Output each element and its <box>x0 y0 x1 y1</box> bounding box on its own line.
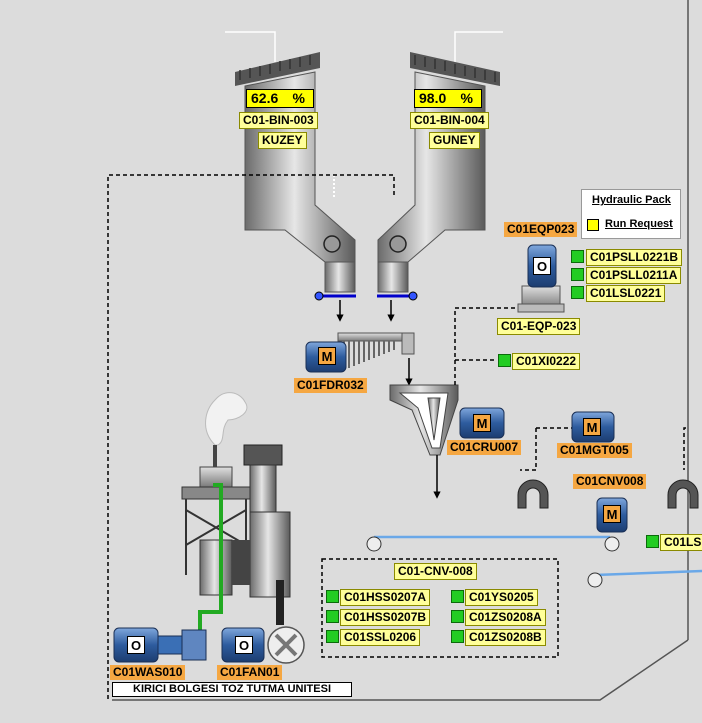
conveyor-group-box <box>321 558 559 658</box>
xi-indicator <box>498 354 511 367</box>
magnetic-motor-status[interactable]: M <box>583 418 601 436</box>
pump-indicator-1 <box>571 268 584 281</box>
pump-motor-status[interactable]: O <box>533 257 551 275</box>
conveyor-right-label-1[interactable]: C01ZS0208A <box>465 609 546 626</box>
conveyor-motor-status[interactable]: M <box>603 505 621 523</box>
inlet-line-left <box>225 31 276 62</box>
bin-004-name: GUNEY <box>429 132 480 149</box>
hydraulic-pack-title: Hydraulic Pack <box>592 194 671 206</box>
conveyor-ls-indicator <box>646 535 659 548</box>
inlet-line-right <box>454 31 503 62</box>
dust-collector-shape <box>181 392 291 625</box>
conveyor-ls-tag[interactable]: C01LS <box>660 534 702 551</box>
conveyor-right-label-2[interactable]: C01ZS0208B <box>465 629 546 646</box>
fan-motor-status[interactable]: O <box>235 636 253 654</box>
dust-duct-line <box>107 174 395 700</box>
conveyor-left-label-0[interactable]: C01HSS0207A <box>340 589 431 606</box>
conveyor-left-indicator-0 <box>326 590 339 603</box>
washer-motor-status[interactable]: O <box>127 636 145 654</box>
conveyor-group-title: C01-CNV-008 <box>394 563 477 580</box>
panel-border-bottom <box>112 639 689 701</box>
magnet-arch-left <box>517 479 549 509</box>
bin-003-level: 62.6% <box>246 89 314 108</box>
crusher-tag[interactable]: C01CRU007 <box>447 440 522 455</box>
bin-004-tag[interactable]: C01-BIN-004 <box>410 112 489 129</box>
conveyor-right-label-0[interactable]: C01YS0205 <box>465 589 538 606</box>
run-request-indicator <box>587 219 599 231</box>
crusher-shape <box>389 384 459 456</box>
bin-003-shape <box>235 52 356 293</box>
conveyor-left-label-1[interactable]: C01HSS0207B <box>340 609 431 626</box>
xi-tag[interactable]: C01XI0222 <box>512 353 581 370</box>
hydraulic-pack-panel: Hydraulic Pack Run Request <box>581 189 681 239</box>
conveyor-left-indicator-1 <box>326 610 339 623</box>
area-title: KIRICI BOLGESI TOZ TUTMA UNITESI <box>112 682 352 697</box>
feeder-shape <box>337 332 415 370</box>
pump-indicator-label-0[interactable]: C01PSLL0221B <box>586 249 683 266</box>
run-request-link[interactable]: Run Request <box>605 218 673 230</box>
pump-indicator-label-2[interactable]: C01LSL0221 <box>586 285 666 302</box>
bin-004-level: 98.0% <box>414 89 482 108</box>
pump-indicator-0 <box>571 250 584 263</box>
conveyor-right-indicator-1 <box>451 610 464 623</box>
feeder-motor-status[interactable]: M <box>318 347 336 365</box>
green-pipe <box>198 483 223 630</box>
pump-indicator-2 <box>571 286 584 299</box>
bin-004-shape <box>377 52 500 293</box>
fan-tag[interactable]: C01FAN01 <box>217 665 283 680</box>
conveyor-belt-bottom <box>594 569 702 577</box>
washer-tag[interactable]: C01WAS010 <box>110 665 186 680</box>
conveyor-motor-tag[interactable]: C01CNV008 <box>573 474 647 489</box>
hydraulic-pump-shape <box>517 244 565 313</box>
magnetic-tag[interactable]: C01MGT005 <box>557 443 632 458</box>
crusher-motor-status[interactable]: M <box>473 414 491 432</box>
pump-tag[interactable]: C01EQP023 <box>504 222 578 237</box>
conveyor-right-indicator-0 <box>451 590 464 603</box>
conveyor-left-label-2[interactable]: C01SSL0206 <box>340 629 421 646</box>
feeder-tag[interactable]: C01FDR032 <box>294 378 367 393</box>
pump-indicator-label-1[interactable]: C01PSLL0211A <box>586 267 682 284</box>
magnet-arch-right <box>667 479 699 509</box>
conveyor-left-indicator-2 <box>326 630 339 643</box>
bin-003-tag[interactable]: C01-BIN-003 <box>239 112 318 129</box>
bin-003-name: KUZEY <box>258 132 307 149</box>
conveyor-right-indicator-2 <box>451 630 464 643</box>
pump-name: C01-EQP-023 <box>497 318 581 335</box>
